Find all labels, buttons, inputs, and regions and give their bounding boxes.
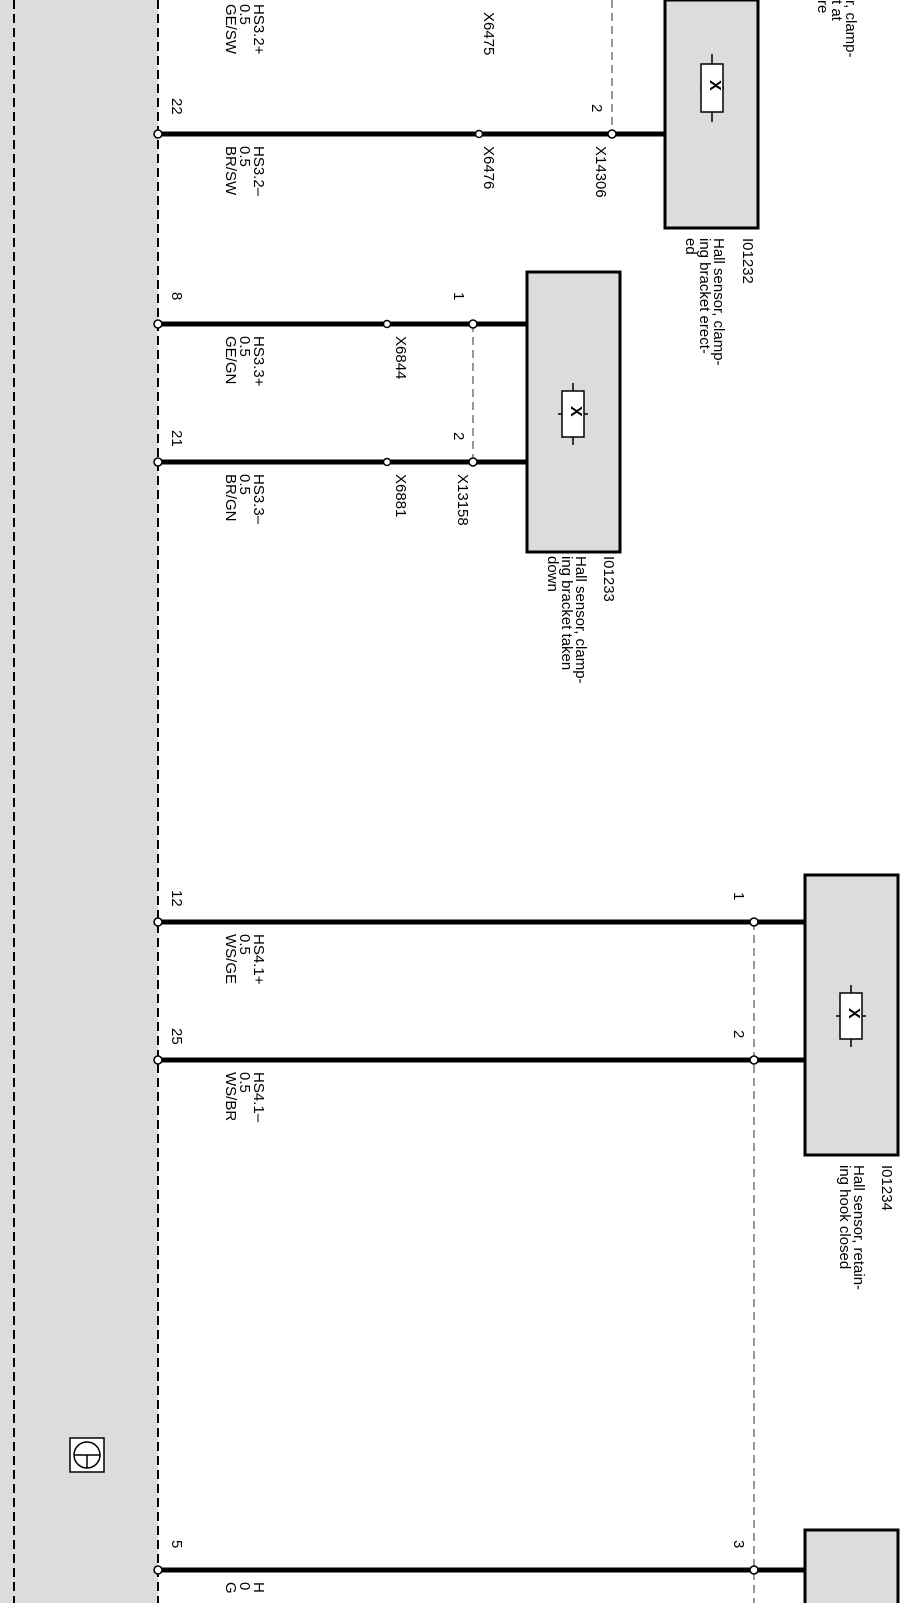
module-pin <box>153 319 163 329</box>
wire-gauge-label: 0.5 <box>236 1072 253 1093</box>
partial-component-text: re <box>814 0 831 14</box>
wire-signal-label: HS4.1– <box>250 1072 267 1123</box>
wire-gauge-label: 0.5 <box>236 336 253 357</box>
module-pin-number: 5 <box>168 1540 185 1549</box>
hall-sensor-symbol-icon <box>700 54 724 122</box>
wire-signal-label: HS4.1+ <box>250 934 267 985</box>
sensor-pin-number: 1 <box>450 292 467 301</box>
module-pin-number: 22 <box>168 98 185 115</box>
module-pin-number: 8 <box>168 292 185 301</box>
module-pin <box>153 1055 163 1065</box>
module-pin <box>153 917 163 927</box>
component-name: Hall sensor, clamp- <box>572 556 589 684</box>
splice-id: X6475 <box>480 12 497 56</box>
hall-sensor-symbol-icon <box>836 985 866 1047</box>
splice-id: X6881 <box>392 474 409 518</box>
component-partial-bottom-box <box>803 1528 900 1603</box>
splice-point <box>474 129 484 139</box>
ground-icon <box>69 1437 105 1473</box>
connector-pin <box>468 319 478 329</box>
wire-color-label: WS/GE <box>222 934 239 985</box>
wire-partial-bottom <box>153 1565 805 1575</box>
sensor-pin-number: 2 <box>450 432 467 441</box>
control-module-housing <box>0 0 158 1603</box>
component-name: ing bracket erect- <box>696 238 713 354</box>
component-name: Hall sensor, retain- <box>850 1165 867 1291</box>
partial-component-text: t at <box>828 0 845 21</box>
component-i01234-box <box>803 873 900 1157</box>
component-i01232-box <box>663 0 760 230</box>
connector-id: X14306 <box>592 146 609 198</box>
wire-gauge-label: 0.5 <box>236 146 253 167</box>
component-id: I01234 <box>878 1165 895 1211</box>
wire-hs3-2-minus <box>153 129 665 139</box>
connector-pin <box>749 1565 759 1575</box>
splice-point <box>382 319 392 329</box>
hall-sensor-symbol-icon <box>558 383 588 445</box>
connector-pin <box>749 917 759 927</box>
wire-hs3-3-plus <box>153 319 527 329</box>
wire-color-label: BR/GN <box>222 474 239 522</box>
component-i01233-box <box>525 270 622 554</box>
wire-signal-label: HS3.3+ <box>250 336 267 387</box>
wire-color-label: GE/SW <box>222 4 239 55</box>
wire-signal-label: H <box>250 1582 267 1593</box>
wire-color-label: BR/SW <box>222 146 239 196</box>
wire-color-label: WS/BR <box>222 1072 239 1122</box>
module-pin-number: 21 <box>168 430 185 447</box>
module-pin-number: 25 <box>168 1028 185 1045</box>
component-name: ed <box>682 238 699 255</box>
module-pin <box>153 1565 163 1575</box>
splice-id: X6844 <box>392 336 409 380</box>
wire-hs3-3-minus <box>153 457 527 467</box>
connector-pin <box>468 457 478 467</box>
sensor-symbol-letter: X <box>845 1008 862 1019</box>
wire-signal-label: HS3.2– <box>250 146 267 197</box>
wire-hs4-1-plus <box>153 917 805 927</box>
sensor-pin-number: 1 <box>730 892 747 901</box>
sensor-symbol-letter: X <box>567 406 584 417</box>
wire-hs4-1-minus <box>153 1055 805 1065</box>
wire-gauge-label: 0.5 <box>236 474 253 495</box>
component-id: I01232 <box>739 238 756 284</box>
sensor-pin-number: 2 <box>588 104 605 113</box>
wire-gauge-label: 0.5 <box>236 934 253 955</box>
component-id: I01233 <box>600 556 617 602</box>
connector-pin <box>607 129 617 139</box>
component-name: ing bracket taken <box>558 556 575 671</box>
wire-signal-label: HS3.2+ <box>250 4 267 55</box>
component-name: down <box>544 556 561 592</box>
connector-pin <box>749 1055 759 1065</box>
module-pin <box>153 457 163 467</box>
wire-color-label: G <box>222 1582 239 1594</box>
splice-id: X6476 <box>480 146 497 190</box>
connector-id: X13158 <box>454 474 471 526</box>
sensor-pin-number: 2 <box>730 1030 747 1039</box>
splice-point <box>382 457 392 467</box>
wire-color-label: GE/GN <box>222 336 239 385</box>
partial-component-text: r, clamp- <box>842 0 859 58</box>
component-name: Hall sensor, clamp- <box>710 238 727 366</box>
module-pin <box>153 129 163 139</box>
sensor-pin-number: 3 <box>730 1540 747 1549</box>
sensor-symbol-letter: X <box>706 80 723 91</box>
wire-signal-label: HS3.3– <box>250 474 267 525</box>
wire-gauge-label: 0 <box>236 1582 253 1591</box>
component-name: ing hook closed <box>836 1165 853 1270</box>
module-pin-number: 12 <box>168 890 185 907</box>
wire-gauge-label: 0.5 <box>236 4 253 25</box>
